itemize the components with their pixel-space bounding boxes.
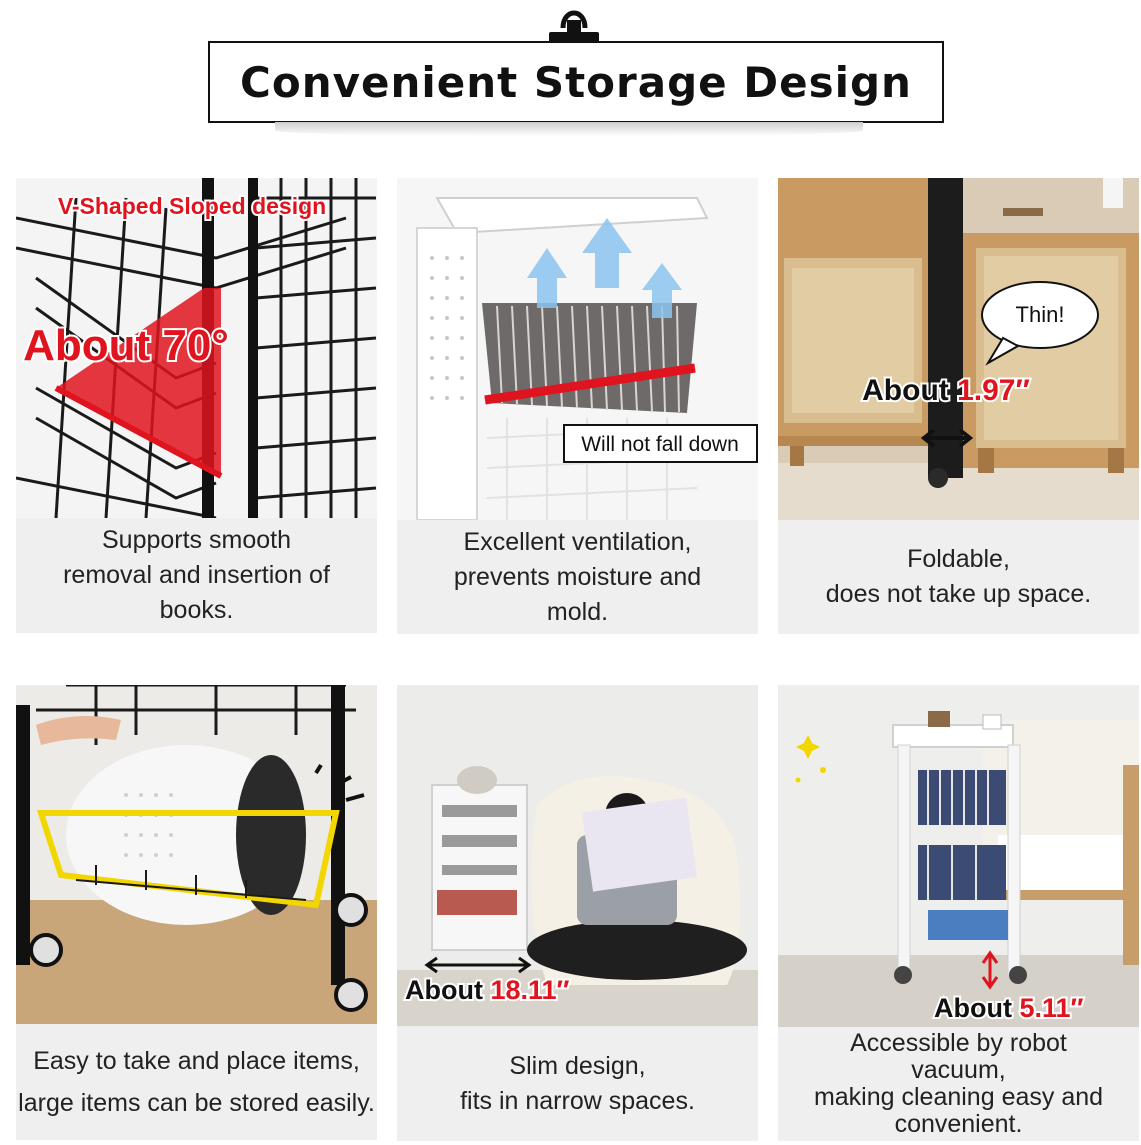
photo-slim-cart: About 18.11″ [397, 685, 758, 1026]
caption-foldable: Foldable, does not take up space. [778, 520, 1139, 634]
caption-robot-vacuum: Accessible by robot vacuum, making clean… [778, 1027, 1139, 1141]
measure-prefix: About [405, 975, 490, 1005]
title-shadow [275, 122, 863, 136]
will-not-fall-label: Will not fall down [581, 433, 739, 456]
caption-large-items: Easy to take and place items, large item… [16, 1024, 377, 1140]
sloped-design-label: V-Shaped Sloped design [58, 193, 326, 219]
photo-folded-cart: Thin! About 1.97″ [778, 178, 1139, 520]
measure-value: 5.11″ [1019, 993, 1083, 1023]
caption-line: large items can be stored easily. [18, 1089, 375, 1117]
angle-label: About 70° [23, 321, 229, 370]
measure-prefix: About [862, 374, 957, 407]
caption-line: prevents moisture and [453, 562, 702, 591]
caption-line: making cleaning easy and [813, 1083, 1104, 1111]
caption-line: books. [159, 596, 234, 624]
thin-bubble-label: Thin! [1016, 302, 1065, 327]
photo-cart-by-sofa: About 5.11″ [778, 685, 1139, 1027]
caption-line: Foldable, [907, 545, 1010, 573]
caption-ventilation: Excellent ventilation, prevents moisture… [397, 520, 758, 634]
caption-line: removal and insertion of [63, 561, 330, 589]
caption-line: Excellent ventilation, [463, 527, 692, 556]
measure-value: 18.11″ [490, 975, 569, 1005]
photo-book-cart: Will not fall down [397, 178, 758, 520]
caption-line: Slim design, [509, 1051, 646, 1080]
height-measurement-label: About 5.11″ [934, 993, 1084, 1023]
caption-sloped-design: Supports smooth removal and insertion of… [16, 518, 377, 633]
width-measurement-label: About 18.11″ [405, 975, 570, 1005]
photo-air-purifier [16, 685, 377, 1024]
caption-line: Easy to take and place items, [33, 1047, 360, 1075]
caption-line: Supports smooth [102, 526, 291, 554]
measure-prefix: About [934, 993, 1019, 1023]
caption-line: Accessible by robot [850, 1029, 1067, 1057]
page-title: Convenient Storage Design [240, 57, 912, 107]
binder-clip-icon [549, 10, 599, 44]
caption-slim-design: Slim design, fits in narrow spaces. [397, 1026, 758, 1141]
caption-line: mold. [546, 597, 609, 626]
caption-line: vacuum, [911, 1056, 1006, 1084]
photo-wire-shelf: V-Shaped Sloped design About 70° [16, 178, 377, 518]
width-measurement-label: About 1.97″ [862, 374, 1030, 407]
title-banner: Convenient Storage Design [208, 41, 944, 123]
caption-line: convenient. [894, 1110, 1023, 1138]
caption-line: does not take up space. [825, 580, 1092, 608]
caption-line: fits in narrow spaces. [460, 1086, 695, 1115]
measure-value: 1.97″ [957, 374, 1030, 407]
